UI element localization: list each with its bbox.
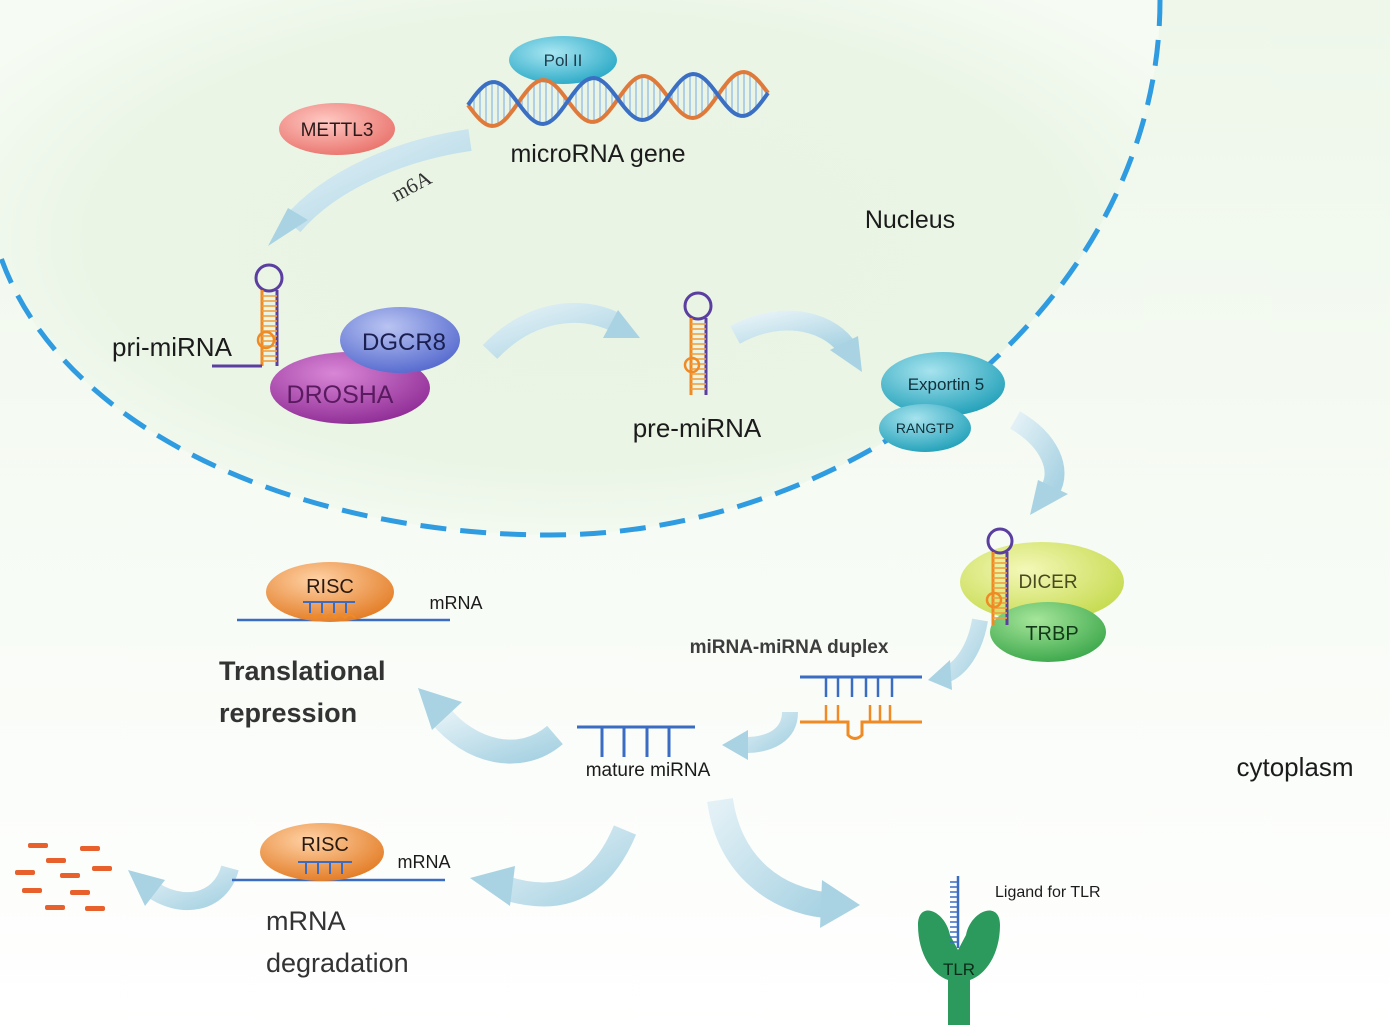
arrow-pre-to-exportin [730, 310, 862, 372]
arrow-mature-to-degradation [470, 825, 637, 907]
dgcr8-protein: DGCR8 [340, 307, 460, 373]
arrow-pri-to-pre [482, 302, 640, 360]
exportin5-protein: Exportin 5 [881, 352, 1005, 416]
tlr-label: TLR [943, 960, 975, 979]
dna-helix [466, 69, 770, 129]
mature-mirna [577, 725, 695, 757]
dicer-bound-hairpin [985, 527, 1014, 625]
rangtp-label: RANGTP [896, 420, 954, 436]
mrna-degradation-mrna-label: mRNA [398, 852, 451, 872]
risc-repression-complex: RISC [237, 562, 450, 622]
risc-degradation-label: RISC [301, 834, 349, 856]
arrow-duplex-to-mature [722, 711, 798, 760]
dna-strand [466, 71, 770, 127]
dgcr8-label: DGCR8 [362, 329, 446, 356]
cytoplasm-label: cytoplasm [1236, 752, 1353, 782]
mettl3-label: METTL3 [301, 120, 374, 141]
mature-mirna-label: mature miRNA [586, 760, 711, 781]
dicer-label: DICER [1018, 572, 1077, 593]
nucleus-label: Nucleus [865, 206, 955, 234]
degraded-mrna-fragments [15, 843, 112, 911]
mirna-duplex [800, 675, 922, 740]
nuclear-membrane [0, 0, 1163, 538]
trbp-protein: TRBP [990, 602, 1106, 662]
pre-mirna-hairpin [683, 291, 713, 395]
arrow-gene-to-pri [268, 129, 472, 246]
pri-mirna-label: pri-miRNA [112, 332, 233, 362]
arrow-dicer-to-duplex [928, 618, 988, 690]
arrow-exportin-to-dicer [1009, 411, 1068, 515]
pol2-protein: Pol II [509, 36, 617, 84]
exportin5-label: Exportin 5 [908, 375, 985, 394]
rangtp-protein: RANGTP [879, 404, 971, 452]
repression-label: repression [219, 698, 357, 728]
ligand-tlr-label: Ligand for TLR [995, 884, 1101, 901]
mrna-repression-label: mRNA [430, 593, 483, 613]
arrow-risc-to-fragments [128, 864, 239, 911]
tlr-ligand-mirna [950, 876, 960, 948]
risc-repression-label: RISC [306, 576, 354, 598]
risc-degradation-complex: RISC [232, 823, 445, 882]
pri-mirna-hairpin [212, 263, 284, 368]
microrna-gene-label: microRNA gene [510, 140, 685, 168]
arrow-mature-to-tlr [707, 797, 860, 928]
pre-mirna-label: pre-miRNA [633, 413, 762, 443]
translational-label: Translational [219, 656, 386, 686]
tlr-receptor: TLR [918, 910, 1000, 1025]
duplex-label: miRNA-miRNA duplex [690, 637, 889, 658]
mrna-degradation-label-2: degradation [266, 948, 409, 978]
arrow-mature-to-repression [418, 688, 563, 764]
mrna-degradation-label-1: mRNA [266, 906, 346, 936]
pol2-label: Pol II [544, 51, 583, 70]
trbp-label: TRBP [1025, 623, 1078, 645]
mettl3-protein: METTL3 [279, 103, 395, 155]
drosha-label: DROSHA [287, 381, 394, 409]
